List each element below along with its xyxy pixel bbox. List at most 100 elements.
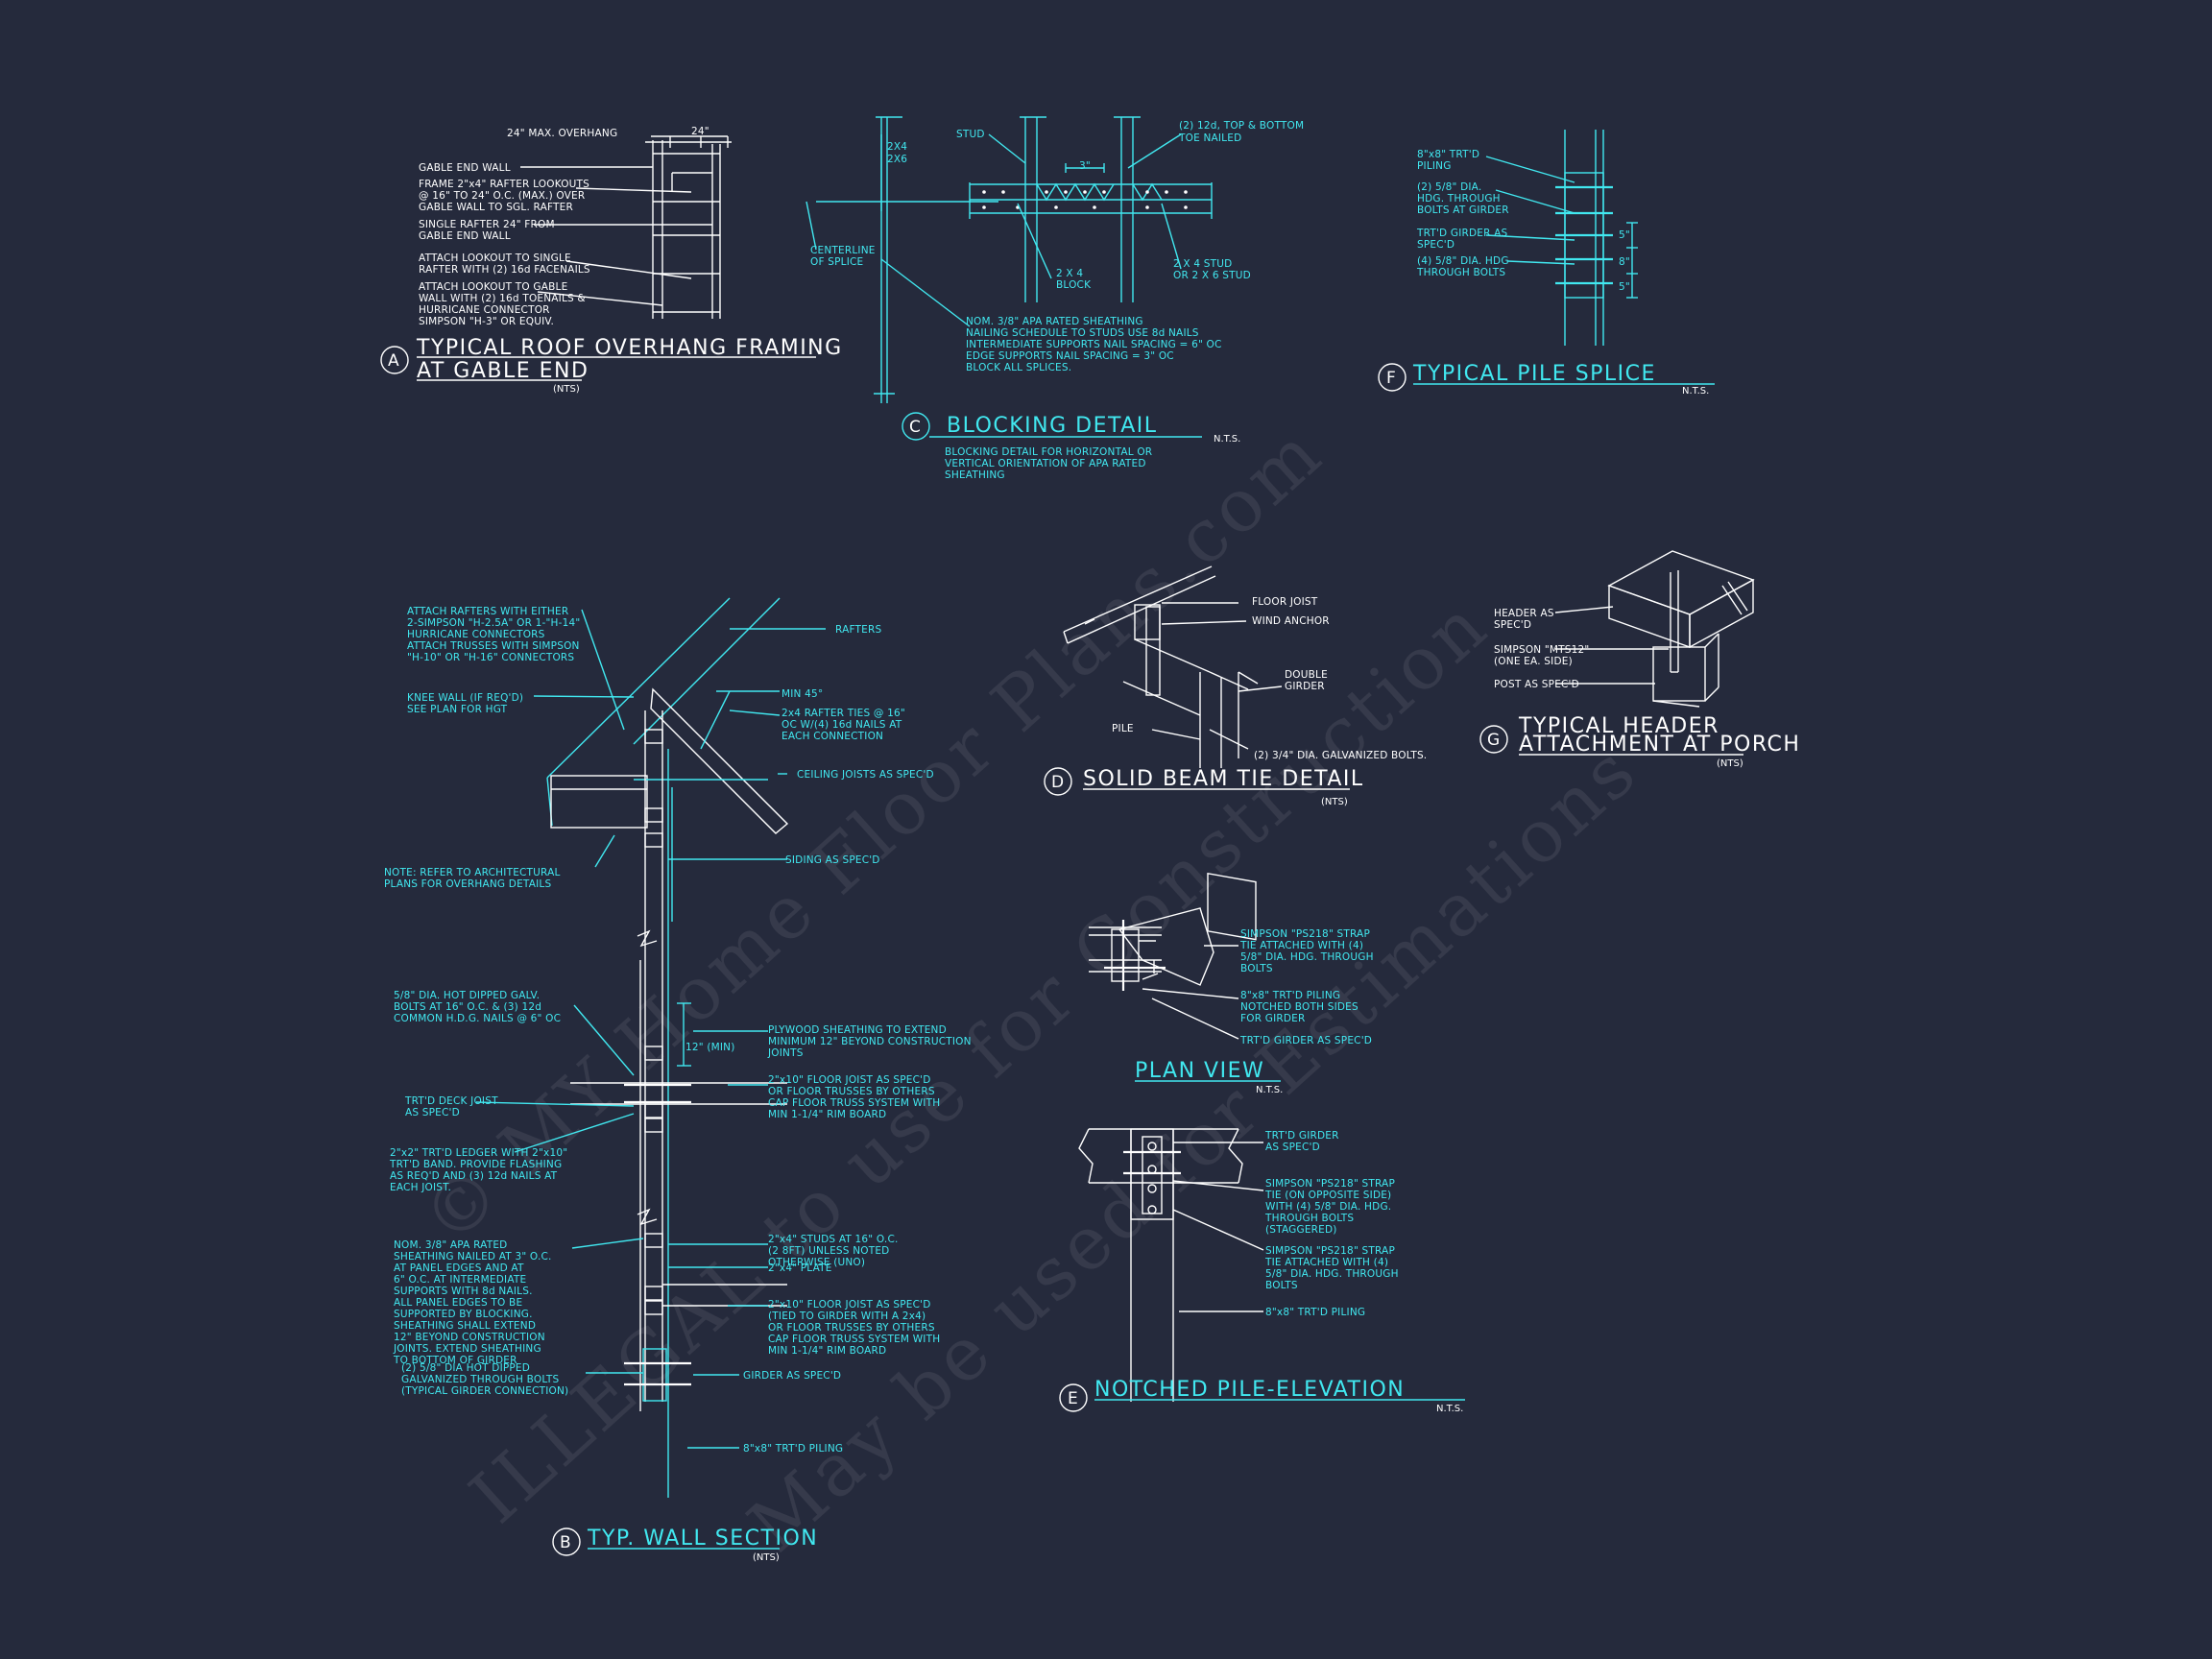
detail-c-note: INTERMEDIATE SUPPORTS NAIL SPACING = 6" … bbox=[966, 339, 1222, 350]
detail-c-desc: SHEATHING bbox=[945, 469, 1005, 481]
detail-a-note: GABLE WALL TO SGL. RAFTER bbox=[419, 202, 573, 213]
detail-b-note: RAFTERS bbox=[835, 624, 881, 636]
detail-c-bubble: C bbox=[909, 418, 921, 437]
plan-view-note: 8"x8" TRT'D PILING bbox=[1240, 990, 1340, 1001]
detail-e-note: TRT'D GIRDER bbox=[1264, 1130, 1339, 1142]
detail-b-title: TYP. WALL SECTION bbox=[587, 1527, 818, 1551]
detail-b-note: 2"x4" STUDS AT 16" O.C. bbox=[768, 1234, 899, 1245]
detail-f-note: (4) 5/8" DIA. HDG bbox=[1417, 255, 1509, 267]
detail-e-note: SIMPSON "PS218" STRAP bbox=[1265, 1178, 1395, 1190]
detail-f-note: TRT'D GIRDER AS bbox=[1416, 228, 1508, 239]
detail-a-note: ATTACH LOOKOUT TO GABLE bbox=[419, 281, 567, 293]
detail-b-note: HURRICANE CONNECTORS bbox=[407, 629, 545, 640]
detail-a-roof-overhang: 24" MAX. OVERHANG 24" GABLE END WALL FRA… bbox=[380, 126, 843, 395]
detail-c-size-b: 2X6 bbox=[887, 154, 907, 165]
detail-e-title: NOTCHED PILE-ELEVATION bbox=[1094, 1378, 1405, 1402]
detail-b-note: 12" BEYOND CONSTRUCTION bbox=[394, 1332, 545, 1343]
detail-b-note: 2"x10" FLOOR JOIST AS SPEC'D bbox=[768, 1299, 931, 1310]
detail-b-note: AS REQ'D AND (3) 12d NAILS AT bbox=[390, 1170, 558, 1182]
detail-c-centerline-2: OF SPLICE bbox=[810, 256, 863, 268]
detail-b-note: MIN 45° bbox=[781, 688, 823, 700]
detail-c-dim-3: 3" bbox=[1079, 160, 1091, 172]
detail-b-note: GALVANIZED THROUGH BOLTS bbox=[401, 1374, 560, 1385]
detail-f-title: TYPICAL PILE SPLICE bbox=[1412, 362, 1656, 386]
detail-d-drawing bbox=[1063, 565, 1283, 941]
detail-f-note: BOLTS AT GIRDER bbox=[1417, 204, 1509, 216]
detail-b-note: MIN 1-1/4" RIM BOARD bbox=[768, 1109, 886, 1120]
detail-b-note: SHEATHING NAILED AT 3" O.C. bbox=[394, 1251, 552, 1262]
detail-b-note: 2x4 RAFTER TIES @ 16" bbox=[781, 708, 905, 719]
detail-e-note: TIE (ON OPPOSITE SIDE) bbox=[1264, 1190, 1391, 1201]
detail-c-drawing bbox=[805, 116, 1213, 403]
detail-c-scale: N.T.S. bbox=[1214, 434, 1240, 445]
detail-a-note: HURRICANE CONNECTOR bbox=[419, 304, 550, 316]
detail-f-dim: 5" bbox=[1619, 229, 1630, 241]
detail-f-note: 8"x8" TRT'D bbox=[1417, 149, 1479, 160]
detail-b-note: MIN 1-1/4" RIM BOARD bbox=[768, 1345, 886, 1357]
detail-d-label: GIRDER bbox=[1285, 681, 1325, 692]
detail-f-bubble: F bbox=[1386, 369, 1396, 388]
detail-f-pile-splice: 8"x8" TRT'D PILING (2) 5/8" DIA. HDG. TH… bbox=[1378, 130, 1715, 397]
detail-g-label: SIMPSON "MTS12" bbox=[1494, 644, 1589, 656]
detail-a-note: GABLE END WALL bbox=[419, 230, 511, 242]
detail-e-note: TIE ATTACHED WITH (4) bbox=[1264, 1257, 1388, 1268]
detail-b-note: 6" O.C. AT INTERMEDIATE bbox=[394, 1274, 526, 1286]
detail-b-bubble: B bbox=[560, 1533, 571, 1552]
plan-view-note: 5/8" DIA. HDG. THROUGH bbox=[1240, 951, 1374, 963]
detail-c-stud: STUD bbox=[956, 129, 985, 140]
detail-b-note: ALL PANEL EDGES TO BE bbox=[394, 1297, 522, 1309]
detail-b-note: GIRDER AS SPEC'D bbox=[743, 1370, 841, 1382]
detail-a-note: GABLE END WALL bbox=[419, 162, 511, 174]
detail-e-note: 8"x8" TRT'D PILING bbox=[1265, 1307, 1365, 1318]
detail-b-wall-section: ATTACH RAFTERS WITH EITHER 2-SIMPSON "H-… bbox=[384, 597, 971, 1563]
detail-a-bubble: A bbox=[388, 351, 399, 371]
detail-b-note: PLANS FOR OVERHANG DETAILS bbox=[384, 878, 551, 890]
detail-c-stud2-2: OR 2 X 6 STUD bbox=[1173, 270, 1251, 281]
detail-e-note: AS SPEC'D bbox=[1265, 1142, 1320, 1153]
plan-view-note: TIE ATTACHED WITH (4) bbox=[1239, 940, 1363, 951]
plan-view-note: TRT'D GIRDER AS SPEC'D bbox=[1239, 1035, 1372, 1046]
detail-g-drawing bbox=[1554, 550, 1755, 708]
detail-g-label: (ONE EA. SIDE) bbox=[1494, 656, 1573, 667]
plan-view-scale: N.T.S. bbox=[1256, 1085, 1283, 1095]
detail-g-title-1: TYPICAL HEADER bbox=[1518, 714, 1719, 738]
detail-b-note: TO BOTTOM OF GIRDER bbox=[393, 1355, 517, 1366]
detail-a-note: FRAME 2"x4" RAFTER LOOKOUTS bbox=[419, 179, 589, 190]
detail-e-notched-pile: TRT'D GIRDER AS SPEC'D SIMPSON "PS218" S… bbox=[1059, 1128, 1465, 1414]
detail-d-scale: (NTS) bbox=[1321, 797, 1348, 807]
plan-view: SIMPSON "PS218" STRAP TIE ATTACHED WITH … bbox=[1089, 907, 1374, 1095]
detail-e-note: (STAGGERED) bbox=[1265, 1224, 1337, 1236]
detail-f-scale: N.T.S. bbox=[1682, 386, 1709, 397]
detail-a-title-1: TYPICAL ROOF OVERHANG FRAMING bbox=[416, 336, 843, 360]
detail-g-title-2: ATTACHMENT AT PORCH bbox=[1519, 733, 1800, 757]
detail-c-desc: BLOCKING DETAIL FOR HORIZONTAL OR bbox=[945, 446, 1152, 458]
detail-a-note: WALL WITH (2) 16d TOENAILS & bbox=[419, 293, 586, 304]
detail-b-note: OR FLOOR TRUSSES BY OTHERS bbox=[768, 1322, 935, 1334]
detail-g-header-attachment: HEADER AS SPEC'D SIMPSON "MTS12" (ONE EA… bbox=[1479, 550, 1800, 769]
detail-b-note: JOINTS. EXTEND SHEATHING bbox=[393, 1343, 541, 1355]
detail-a-note: SIMPSON "H-3" OR EQUIV. bbox=[419, 316, 554, 327]
detail-e-note: 5/8" DIA. HDG. THROUGH bbox=[1265, 1268, 1399, 1280]
detail-a-dim-max: 24" MAX. OVERHANG bbox=[507, 128, 617, 139]
detail-c-blocking: 2X4 2X6 STUD (2) 12d, TOP & BOTTOM TOE N… bbox=[805, 116, 1304, 481]
detail-b-note: KNEE WALL (IF REQ'D) bbox=[407, 692, 523, 704]
detail-a-note: RAFTER WITH (2) 16d FACENAILS bbox=[419, 264, 590, 276]
detail-b-left-notes: ATTACH RAFTERS WITH EITHER 2-SIMPSON "H-… bbox=[384, 606, 580, 1397]
detail-b-note: PLYWOOD SHEATHING TO EXTEND bbox=[768, 1024, 947, 1036]
detail-b-note: SEE PLAN FOR HGT bbox=[407, 704, 508, 715]
detail-e-note: SIMPSON "PS218" STRAP bbox=[1265, 1245, 1395, 1257]
detail-c-nails-2: TOE NAILED bbox=[1178, 132, 1241, 144]
detail-b-note: JOINTS bbox=[767, 1047, 804, 1059]
detail-f-drawing bbox=[1485, 130, 1638, 346]
detail-b-note: (TYPICAL GIRDER CONNECTION) bbox=[401, 1385, 568, 1397]
plan-view-note: BOLTS bbox=[1240, 963, 1273, 974]
detail-g-scale: (NTS) bbox=[1717, 758, 1743, 769]
detail-f-note: PILING bbox=[1417, 160, 1452, 172]
detail-d-label: DOUBLE bbox=[1285, 669, 1328, 681]
detail-b-note: 5/8" DIA. HOT DIPPED GALV. bbox=[394, 990, 540, 1001]
detail-c-note: NOM. 3/8" APA RATED SHEATHING bbox=[966, 316, 1143, 327]
detail-b-note: NOTE: REFER TO ARCHITECTURAL bbox=[384, 867, 561, 878]
detail-e-drawing bbox=[1078, 1128, 1264, 1402]
detail-f-dim: 8" bbox=[1619, 256, 1630, 268]
